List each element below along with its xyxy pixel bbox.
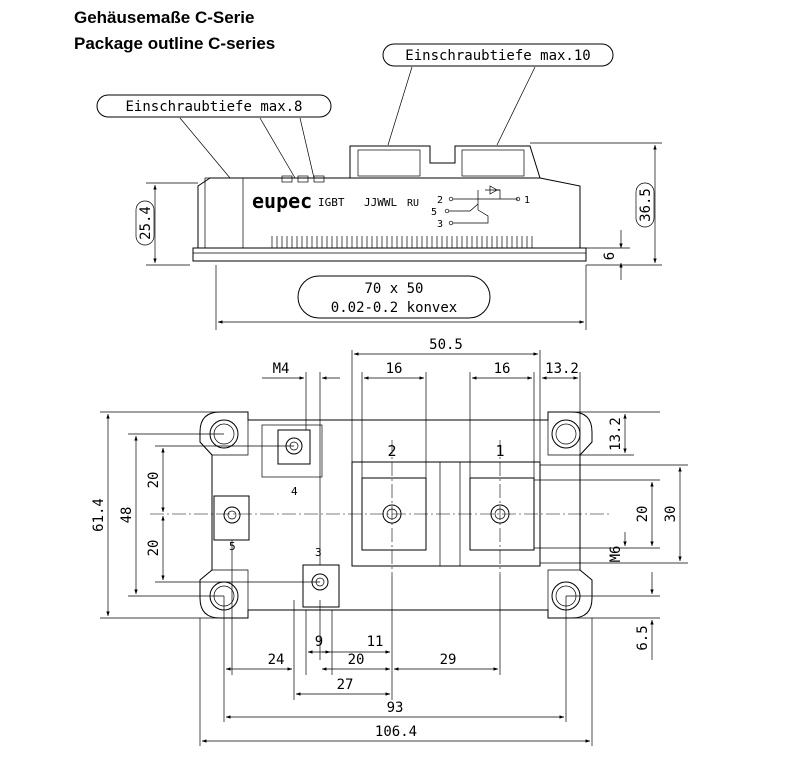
- dim-height-36-5: 36.5: [530, 142, 662, 266]
- dim-20-lower-text: 20: [146, 540, 162, 557]
- dim-61-4-text: 61.4: [91, 498, 107, 532]
- base-spec-size: 70 x 50: [364, 281, 423, 297]
- callout-leader: [259, 117, 296, 179]
- title-english: Package outline C-series: [74, 34, 276, 53]
- ul-mark: RU: [407, 198, 419, 209]
- dim-20-bottom-text: 20: [348, 652, 365, 668]
- dim-20-right-text: 20: [635, 506, 651, 523]
- terminal-4: [277, 429, 311, 465]
- dim-16-right-text: 16: [494, 361, 511, 377]
- base-plate: [192, 247, 587, 262]
- dim-9-text: 9: [315, 634, 323, 650]
- base-spec-flatness: 0.02-0.2 konvex: [331, 300, 457, 316]
- dim-106-4-text: 106.4: [375, 724, 417, 740]
- terminal-4-pocket: [261, 424, 323, 478]
- dim-height-25-4-text: 25.4: [138, 206, 154, 240]
- dim-base-6-text: 6: [602, 252, 618, 260]
- dim-m4-text: M4: [273, 361, 290, 377]
- terminal-block: [349, 145, 541, 179]
- callout-leader: [496, 66, 536, 146]
- callout-leader: [387, 66, 413, 146]
- callout-leader: [299, 117, 315, 179]
- callout-depth-10-text: Einschraubtiefe max.10: [405, 48, 590, 64]
- schematic-pin-5: 5: [431, 207, 437, 218]
- dim-11-text: 11: [367, 634, 384, 650]
- pin-label-3: 3: [315, 546, 322, 559]
- callout-depth-8: [96, 94, 332, 118]
- dim-16-left-text: 16: [386, 361, 403, 377]
- brand-logo: eupec: [252, 189, 312, 213]
- dim-base-6: 6: [586, 230, 630, 280]
- dim-48-text: 48: [119, 507, 135, 524]
- base-spec-bubble: [297, 275, 491, 319]
- callout-depth-8-text: Einschraubtiefe max.8: [125, 99, 302, 115]
- dim-height-36-5-text: 36.5: [638, 188, 654, 222]
- schematic-pin-2: 2: [437, 195, 443, 206]
- side-view: Einschraubtiefe max.8 Einschraubtiefe ma…: [96, 43, 662, 330]
- dim-m6-text: M6: [608, 546, 624, 563]
- dim-24-text: 24: [268, 652, 285, 668]
- dim-20-upper-text: 20: [146, 472, 162, 489]
- schematic-pin-1: 1: [524, 195, 530, 206]
- dim-93-text: 93: [387, 700, 404, 716]
- dim-13-2-right-text: 13.2: [608, 417, 624, 451]
- dim-29-text: 29: [440, 652, 457, 668]
- pin-label-4: 4: [291, 485, 298, 498]
- terminal-3: [302, 564, 340, 608]
- dim-27-text: 27: [337, 677, 354, 693]
- dim-13-2-top-text: 13.2: [545, 361, 579, 377]
- type-label: IGBT: [318, 196, 345, 209]
- dim-6-5-text: 6.5: [635, 625, 651, 650]
- dim-height-25-4: 25.4: [135, 182, 198, 266]
- igbt-schematic: 2 5 3 1: [431, 185, 530, 230]
- dim-50-5-text: 50.5: [429, 337, 463, 353]
- title-german: Gehäusemaße C-Serie: [74, 8, 255, 27]
- code-label: JJWWL: [364, 196, 397, 209]
- top-view: 4 5 3 2 1: [91, 337, 688, 746]
- terminal-5: [213, 495, 250, 541]
- schematic-pin-3: 3: [437, 219, 443, 230]
- cooling-fins: [271, 236, 533, 248]
- callout-depth-10: [382, 43, 614, 67]
- callout-leader: [179, 117, 231, 179]
- housing-body: [197, 177, 581, 248]
- dim-30-text: 30: [663, 506, 679, 523]
